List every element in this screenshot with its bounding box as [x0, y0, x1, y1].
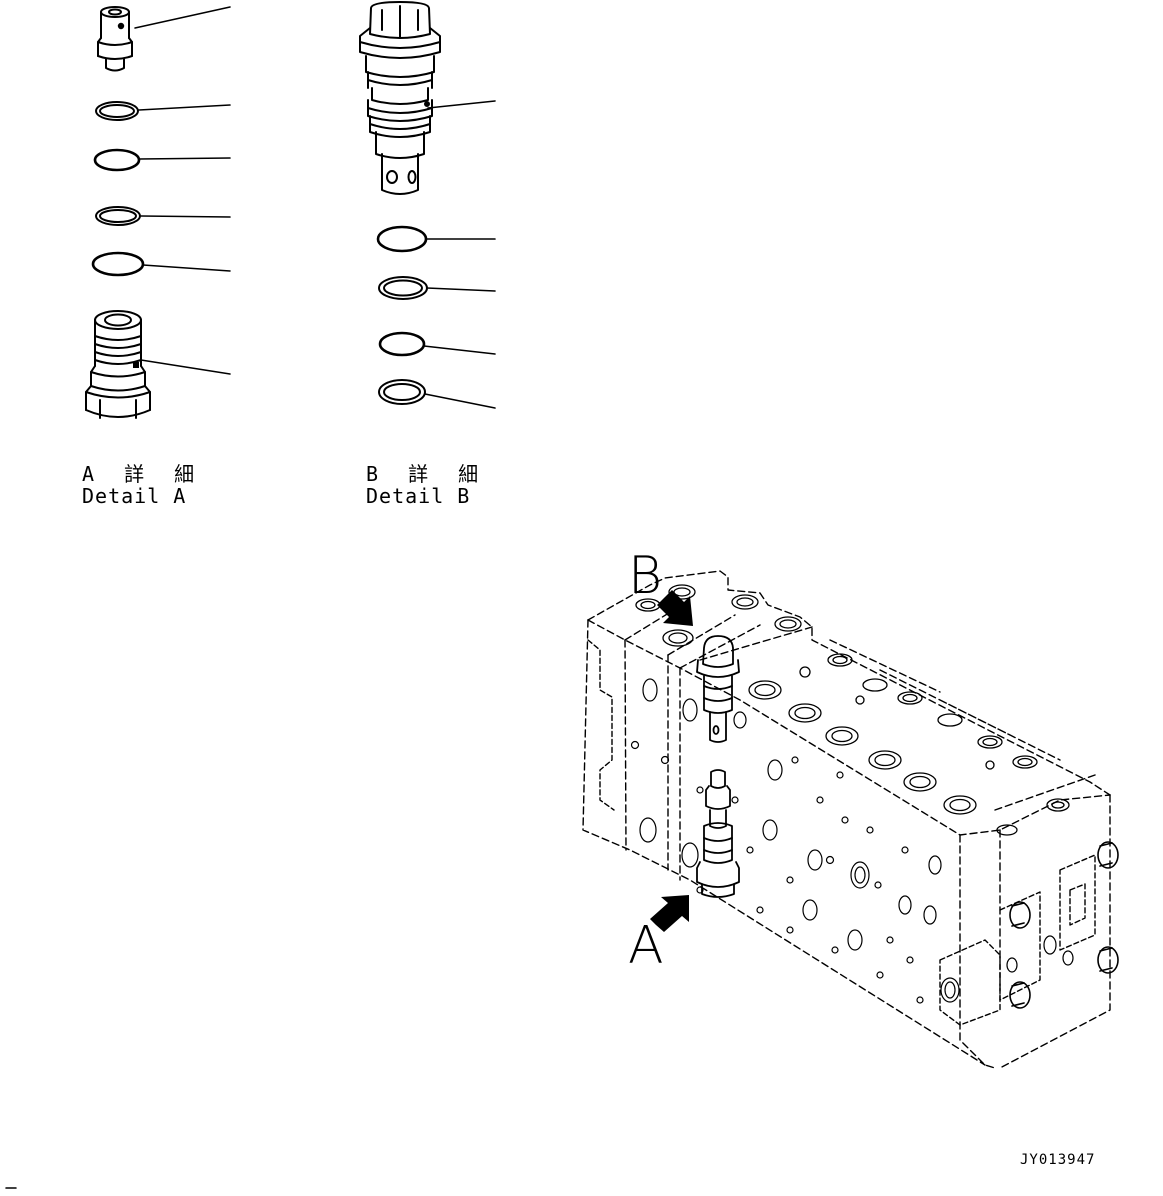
- detail-b-valve-assembly: [360, 2, 440, 194]
- end-caps: [1010, 842, 1118, 1008]
- detail-b-group: [360, 2, 495, 408]
- detail-b-title-jp: B 詳 細: [366, 462, 488, 486]
- control-valve-block: [583, 571, 1118, 1068]
- detail-b-o-ring-2: [380, 333, 424, 355]
- detail-a-title-en: Detail A: [82, 484, 187, 508]
- drawing-code: JY013947: [1020, 1152, 1096, 1168]
- detail-b-leader-1: [428, 101, 495, 108]
- detail-a-backup-ring-1: [96, 102, 138, 120]
- detail-b-backup-ring-1: [379, 277, 427, 299]
- detail-a-group: [86, 7, 230, 418]
- detail-a-backup-ring-2: [96, 207, 140, 225]
- arrow-b: [657, 590, 693, 626]
- installed-valve-a: [697, 770, 739, 897]
- detail-a-leader-3: [139, 158, 230, 159]
- detail-a-leader-2: [139, 105, 230, 110]
- detail-b-leader-5: [425, 394, 495, 408]
- installed-valve-b: [697, 636, 739, 742]
- detail-b-leader-3: [427, 288, 495, 291]
- detail-a-title-jp: A 詳 細: [82, 462, 204, 486]
- detail-b-backup-ring-2: [379, 380, 425, 404]
- detail-a-check-valve: [98, 7, 132, 71]
- detail-b-o-ring-1: [378, 227, 426, 251]
- detail-a-o-ring-1: [95, 150, 139, 170]
- detail-a-leader-5: [143, 265, 230, 271]
- detail-b-leader-4: [424, 346, 495, 354]
- detail-b-title-en: Detail B: [366, 484, 471, 508]
- detail-a-leader-1: [135, 7, 230, 28]
- face-holes: [632, 679, 1074, 1003]
- arrow-a: [650, 895, 689, 932]
- view-marker-a: A: [628, 916, 664, 976]
- detail-a-relief-valve: [86, 311, 150, 418]
- detail-a-o-ring-2: [93, 253, 143, 275]
- detail-a-leader-6: [141, 360, 230, 374]
- detail-a-leader-4: [141, 216, 230, 217]
- port-holes: [636, 585, 1069, 835]
- view-marker-b: B: [628, 546, 663, 606]
